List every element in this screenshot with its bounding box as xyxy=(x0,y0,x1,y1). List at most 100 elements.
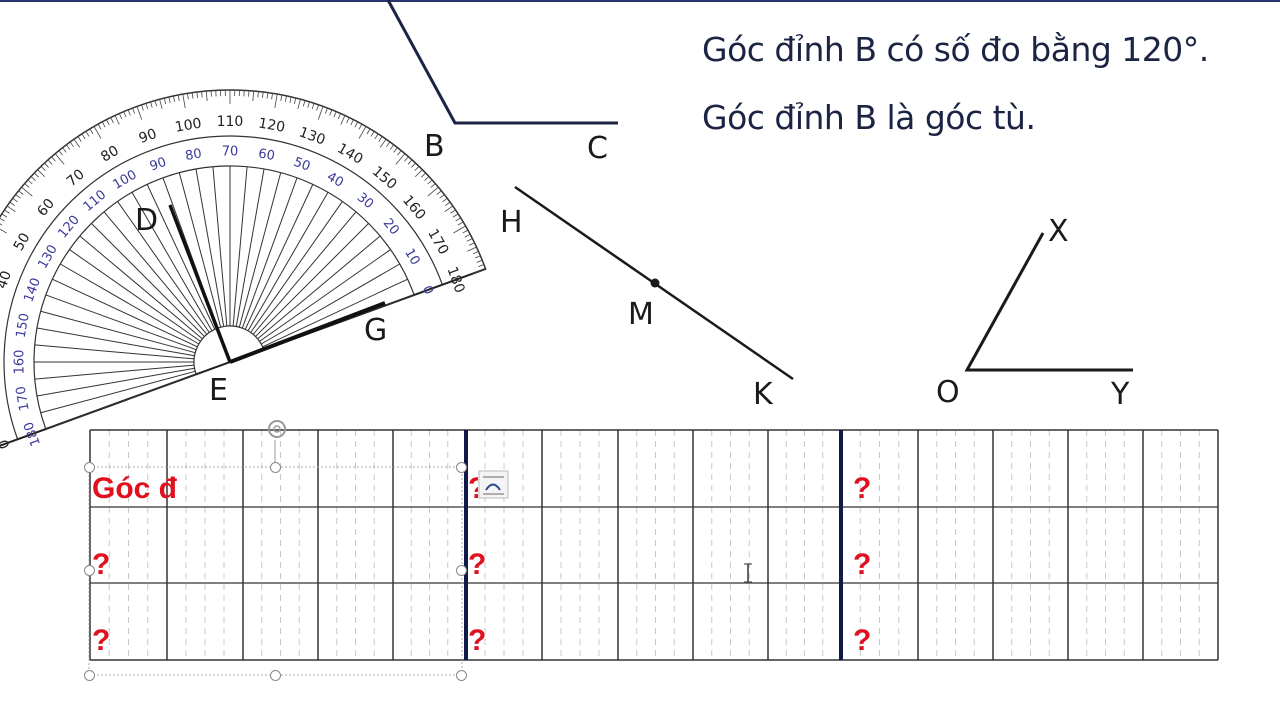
protractor-tick xyxy=(346,117,350,124)
protractor-outer-label: 120 xyxy=(257,115,286,135)
resize-handle[interactable] xyxy=(270,670,281,681)
answer-placeholder[interactable]: ? xyxy=(853,548,872,581)
protractor-ray xyxy=(241,177,298,329)
protractor-ray xyxy=(79,235,203,340)
resize-handle[interactable] xyxy=(270,462,281,473)
protractor: 0102030405060708090100110120130140150160… xyxy=(0,89,487,456)
protractor-ray xyxy=(238,172,282,328)
protractor-tick xyxy=(238,90,240,97)
protractor-tick xyxy=(307,101,310,108)
protractor-tick xyxy=(81,133,86,140)
protractor-tick xyxy=(54,153,65,165)
protractor-tick xyxy=(466,238,473,242)
protractor-ray xyxy=(103,211,208,335)
label-B: B xyxy=(424,129,445,164)
text-cursor-icon xyxy=(744,563,752,583)
protractor-tick xyxy=(297,99,301,110)
protractor-tick xyxy=(9,201,16,206)
protractor-tick xyxy=(24,183,30,188)
label-D: D xyxy=(135,203,158,238)
answer-placeholder[interactable]: ? xyxy=(853,472,872,505)
resize-handle[interactable] xyxy=(84,565,95,576)
protractor-tick xyxy=(468,242,475,246)
protractor-tick xyxy=(44,162,49,168)
protractor-tick xyxy=(289,96,292,103)
protractor-tick xyxy=(101,121,106,128)
resize-handle[interactable] xyxy=(456,462,467,473)
protractor-tick xyxy=(150,101,153,108)
protractor-tick xyxy=(389,144,395,150)
answer-placeholder[interactable]: ? xyxy=(468,624,487,657)
protractor-ray xyxy=(69,249,201,342)
protractor-tick xyxy=(21,186,33,197)
label-E: E xyxy=(209,373,228,408)
resize-handle[interactable] xyxy=(456,565,467,576)
protractor-tick xyxy=(274,94,278,108)
protractor-tick xyxy=(159,99,163,110)
protractor-ray xyxy=(235,168,265,327)
answer-placeholder[interactable]: ? xyxy=(92,548,111,581)
resize-handle[interactable] xyxy=(84,462,95,473)
angle-B xyxy=(386,0,618,125)
protractor-tick xyxy=(452,213,459,218)
protractor-tick xyxy=(311,103,315,110)
protractor-tick xyxy=(378,136,383,142)
answer-placeholder[interactable]: ? xyxy=(853,624,872,657)
answer-placeholder[interactable]: ? xyxy=(92,624,111,657)
protractor-tick xyxy=(0,225,7,234)
protractor-tick xyxy=(393,147,398,153)
protractor-ray xyxy=(259,249,391,342)
protractor-tick xyxy=(177,94,180,101)
protractor-tick xyxy=(69,141,74,148)
protractor-tick xyxy=(51,156,56,162)
resize-handle[interactable] xyxy=(84,670,95,681)
protractor-ray xyxy=(34,361,195,363)
protractor-tick xyxy=(62,147,67,153)
protractor-tick xyxy=(4,209,10,214)
answer-placeholder[interactable]: ? xyxy=(468,472,478,506)
angle-XOY xyxy=(964,232,1133,372)
resize-handle[interactable] xyxy=(456,670,467,681)
protractor-inner-label: 150 xyxy=(14,312,33,339)
protractor-tick xyxy=(110,117,114,124)
protractor-tick xyxy=(337,113,341,120)
protractor-tick xyxy=(47,159,53,165)
protractor-tick xyxy=(411,162,416,168)
protractor-inner-label: 10 xyxy=(401,246,422,268)
cell-text-goc[interactable]: Góc đ xyxy=(92,472,178,505)
protractor-outer-label: 80 xyxy=(98,143,121,166)
rotate-handle-icon[interactable] xyxy=(268,420,286,438)
protractor-tick xyxy=(302,100,306,107)
label-O: O xyxy=(936,375,960,410)
protractor-tick xyxy=(141,104,144,111)
protractor-inner-label: 40 xyxy=(324,170,346,191)
protractor-tick xyxy=(467,246,477,252)
label-H: H xyxy=(500,205,523,240)
protractor-tick xyxy=(474,255,481,259)
protractor-tick xyxy=(196,91,198,99)
protractor-tick xyxy=(442,197,448,203)
protractor-tick xyxy=(18,190,24,195)
protractor-tick xyxy=(340,115,346,125)
protractor-inner-label: 70 xyxy=(222,145,239,160)
answer-placeholder[interactable]: ? xyxy=(468,548,487,581)
protractor-tick xyxy=(89,128,94,135)
label-C: C xyxy=(587,131,608,166)
protractor-tick xyxy=(1,213,8,218)
protractor-tick xyxy=(15,194,21,199)
protractor-inner-label: 50 xyxy=(291,155,312,175)
protractor-tick xyxy=(257,91,259,98)
label-M: M xyxy=(628,297,654,332)
protractor-tick xyxy=(136,106,143,120)
protractor-tick xyxy=(229,90,231,105)
protractor-tick xyxy=(476,259,483,263)
protractor-ray xyxy=(232,166,248,327)
protractor-ray xyxy=(252,211,357,335)
protractor-ray xyxy=(40,370,196,414)
protractor-tick xyxy=(187,93,189,100)
layout-options-icon[interactable] xyxy=(478,470,509,499)
protractor-tick xyxy=(421,172,426,178)
protractor-tick xyxy=(40,166,46,171)
protractor-ray xyxy=(131,192,213,332)
answer-table[interactable] xyxy=(89,429,1219,661)
